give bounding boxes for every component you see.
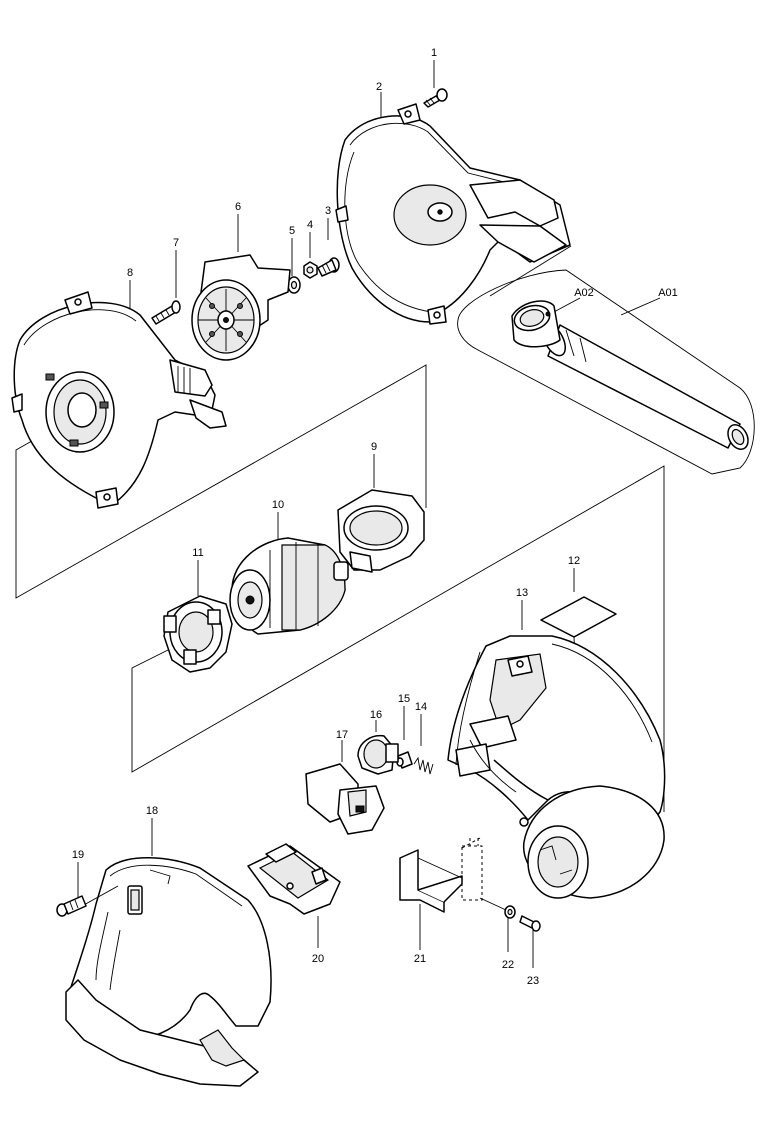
part-15-pin[interactable] (396, 706, 413, 769)
label-17: 17 (336, 729, 348, 741)
label-18: 18 (146, 805, 158, 817)
part-10-motor[interactable] (229, 512, 349, 635)
part-3-screw[interactable] (317, 218, 340, 277)
label-8: 8 (127, 267, 133, 279)
part-21-bracket[interactable] (399, 837, 507, 950)
part-17-switch[interactable] (305, 740, 385, 835)
part-7-screw[interactable] (151, 250, 181, 325)
label-9: 9 (371, 441, 377, 453)
label-4: 4 (307, 219, 313, 231)
label-13: 13 (516, 587, 528, 599)
label-7: 7 (173, 237, 179, 249)
part-23-screw[interactable] (519, 915, 541, 968)
label-6: 6 (235, 201, 241, 213)
part-11-end-cap[interactable] (163, 560, 233, 673)
part-20-switch-plate[interactable] (247, 843, 341, 948)
part-19-screw[interactable] (56, 862, 119, 917)
part-13-handle-housing-right[interactable] (447, 600, 666, 899)
part-22-washer[interactable] (504, 905, 516, 952)
label-3: 3 (325, 205, 331, 217)
label-12: 12 (568, 555, 580, 567)
part-1-screw[interactable] (423, 60, 448, 108)
label-10: 10 (272, 499, 284, 511)
label-15: 15 (398, 693, 410, 705)
label-1: 1 (431, 47, 437, 59)
label-11: 11 (192, 547, 203, 559)
label-16: 16 (370, 709, 382, 721)
part-5-washer[interactable] (287, 238, 301, 294)
label-a01: A01 (658, 287, 678, 299)
label-5: 5 (289, 225, 295, 237)
part-a02-nozzle-ring[interactable] (511, 297, 581, 348)
label-a02: A02 (574, 287, 594, 299)
part-8-blower-housing-front[interactable] (11, 280, 227, 509)
label-14: 14 (415, 701, 427, 713)
part-18-handle-housing-left[interactable] (65, 818, 272, 1087)
part-4-nut[interactable] (303, 232, 318, 279)
label-20: 20 (312, 953, 324, 965)
label-19: 19 (72, 849, 84, 861)
part-2-blower-housing-rear[interactable] (335, 92, 571, 325)
label-23: 23 (527, 975, 539, 987)
label-22: 22 (502, 959, 514, 971)
part-a01-nozzle[interactable] (457, 269, 755, 475)
part-number-labels: 1 2 3 4 5 6 7 8 9 10 11 12 13 14 15 16 1… (72, 47, 678, 987)
part-16-switch-lever[interactable] (357, 720, 399, 775)
part-14-spring[interactable] (413, 714, 434, 775)
part-9-motor-bracket[interactable] (337, 454, 425, 573)
label-2: 2 (376, 81, 382, 93)
part-6-fan[interactable] (191, 214, 291, 361)
label-21: 21 (414, 953, 426, 965)
